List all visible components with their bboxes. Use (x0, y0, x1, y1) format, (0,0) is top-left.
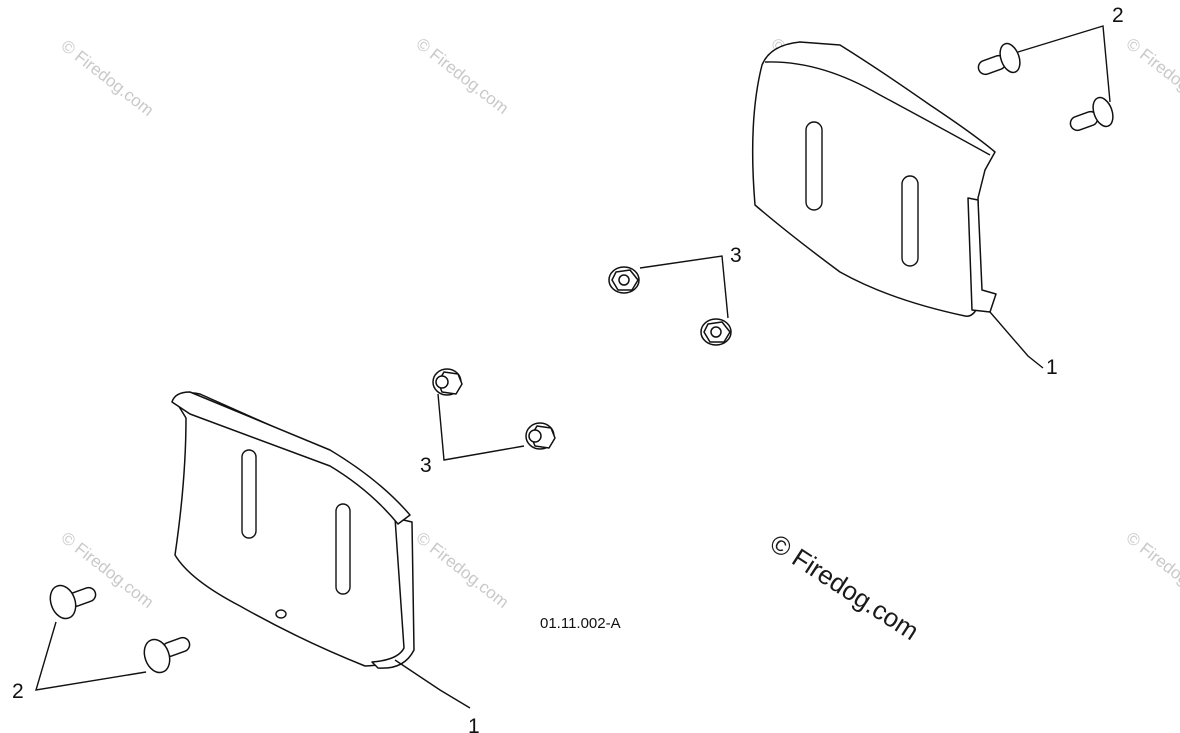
watermark-top-right: © Firedog.com (1123, 34, 1180, 118)
watermark-bottom-center: © Firedog.com (413, 528, 513, 612)
watermark-top-center: © Firedog.com (413, 34, 513, 118)
watermark-bottom-right: © Firedog.com (1123, 528, 1180, 612)
skid-shoe-left (171, 391, 415, 669)
callout-leader-skid-left (394, 659, 471, 709)
flange-nut-left-1 (432, 368, 463, 396)
flange-nut-left-2 (525, 422, 556, 450)
skid-shoe-left-slot-1 (241, 449, 257, 539)
callout-bolts-left: 2 (12, 680, 24, 703)
callout-skid-left: 1 (468, 715, 480, 733)
drawing-code: 01.11.002-A (540, 615, 621, 632)
watermark-main: © Firedog.com (765, 528, 925, 646)
callout-nuts-left: 3 (420, 454, 432, 477)
skid-shoe-right-edge (764, 61, 991, 156)
callout-nuts-right: 3 (730, 244, 742, 267)
carriage-bolt-right-2 (1069, 96, 1114, 132)
callout-bolts-right: 2 (1112, 4, 1124, 27)
skid-shoe-right-lip (967, 197, 997, 313)
callout-skid-right: 1 (1046, 356, 1058, 379)
flange-nut-right-2 (700, 318, 732, 346)
carriage-bolt-right-1 (977, 42, 1021, 76)
skid-shoe-right-body (751, 41, 996, 317)
callout-leader-bolts-left (35, 621, 147, 691)
carriage-bolts-right: 2 (977, 4, 1124, 132)
skid-shoe-right-slot-2 (901, 175, 919, 267)
skid-shoe-right (751, 41, 997, 317)
carriage-bolt-left-2 (143, 636, 191, 674)
carriage-bolt-left-1 (49, 584, 97, 620)
skid-shoe-left-hole (275, 609, 287, 619)
flange-nuts-right: 3 (608, 244, 742, 346)
watermark-top-left: © Firedog.com (58, 36, 158, 120)
skid-shoe-left-top (171, 391, 411, 525)
callout-leader-skid-right (989, 311, 1044, 369)
flange-nut-right-1 (608, 266, 640, 294)
skid-shoe-left-slot-2 (335, 503, 351, 595)
callout-leader-nuts-right (639, 255, 729, 319)
flange-nuts-left: 3 (420, 368, 556, 477)
skid-shoe-right-slot-1 (805, 121, 823, 211)
callout-leader-nuts-left (437, 393, 525, 461)
skid-shoe-left-lip (371, 517, 415, 669)
carriage-bolts-left: 2 (12, 584, 191, 703)
callout-leader-bolts-right (1017, 25, 1111, 103)
